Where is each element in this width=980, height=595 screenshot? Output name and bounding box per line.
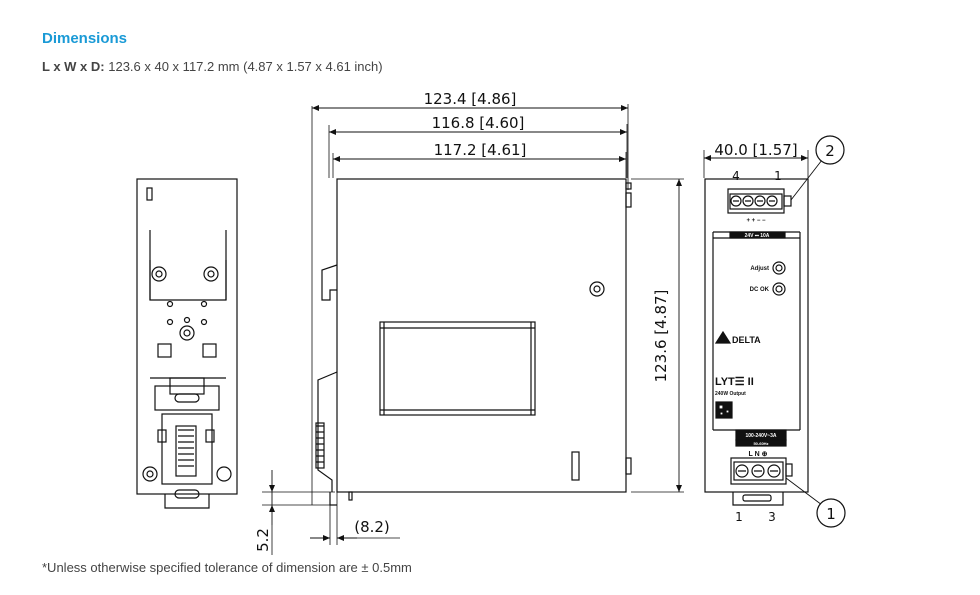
dims-value: 123.6 x 40 x 117.2 mm (4.87 x 1.57 x 4.6… — [108, 59, 383, 74]
dim-width: 40.0 [1.57] — [714, 141, 797, 159]
input-rating-1: 100-240V~3A — [746, 433, 777, 439]
input-terminal-labels: L N ⊕ — [749, 451, 768, 458]
pin-label-4: 4 — [732, 169, 740, 183]
dim-bottom-offset: 5.2 — [254, 528, 272, 552]
dims-label: L x W x D: — [42, 59, 105, 74]
pin-label-1-top: 1 — [774, 169, 782, 183]
dim-overall-length: 123.4 [4.86] — [424, 90, 517, 108]
dimensions-summary: L x W x D: 123.6 x 40 x 117.2 mm (4.87 x… — [42, 59, 383, 74]
rear-view — [136, 178, 238, 509]
dim-depth: 117.2 [4.61] — [434, 141, 527, 159]
pin-label-3: 3 — [768, 510, 776, 524]
callout-2: 2 — [825, 142, 835, 160]
dim-height: 123.6 [4.87] — [652, 290, 670, 383]
model-name: LYT☰ II — [715, 376, 754, 388]
output-rating: 24V ⎓ 10A — [745, 233, 770, 239]
dim-clip-offset: (8.2) — [354, 518, 390, 536]
model-subtitle: 240W Output — [715, 391, 746, 397]
dcok-label: DC OK — [750, 287, 770, 293]
adjust-label: Adjust — [750, 266, 769, 272]
dim-body-length: 116.8 [4.60] — [432, 114, 525, 132]
section-title: Dimensions — [42, 30, 128, 47]
side-view — [262, 104, 684, 555]
front-view — [703, 135, 846, 528]
tolerance-footnote: *Unless otherwise specified tolerance of… — [42, 560, 412, 575]
brand-logo-text: DELTA — [732, 335, 761, 345]
pin-label-1-bottom: 1 — [735, 510, 743, 524]
output-polarity: + + − − — [746, 218, 766, 224]
callout-1: 1 — [826, 505, 836, 523]
input-rating-2: 50-60Hz — [753, 441, 768, 446]
